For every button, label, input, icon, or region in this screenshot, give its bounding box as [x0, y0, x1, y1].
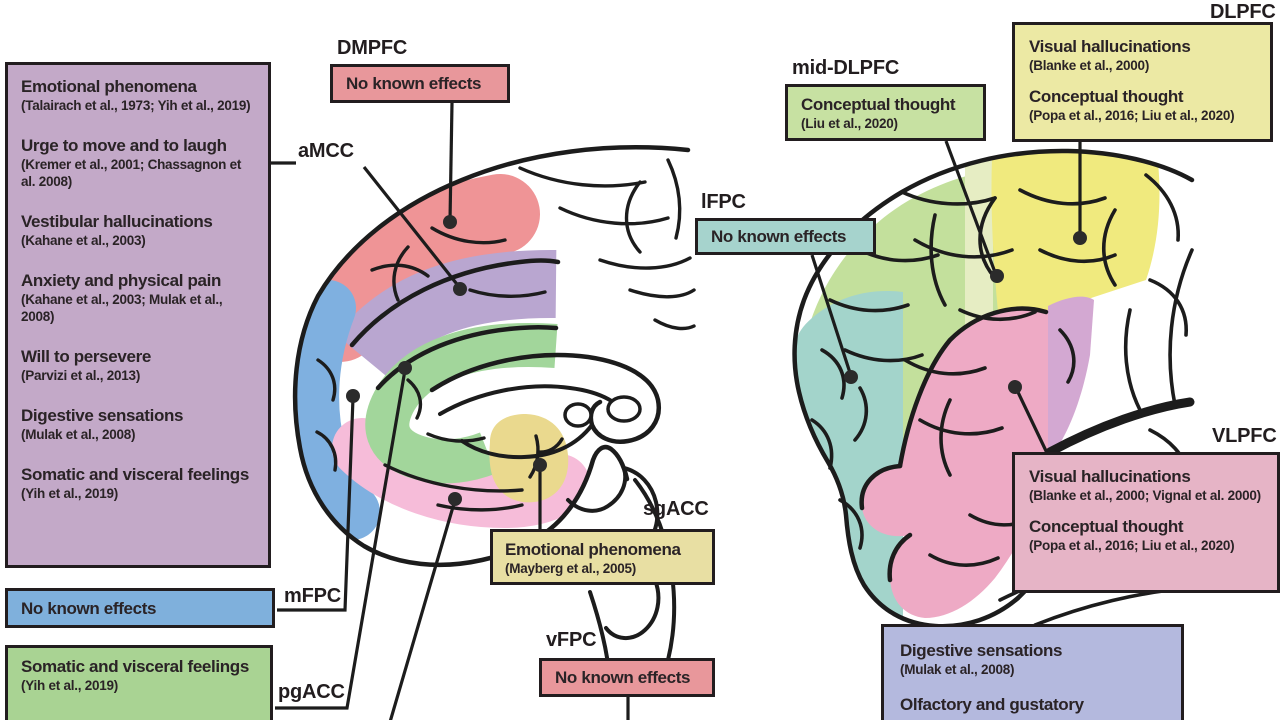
- effect-entry: Digestive sensations (Mulak et al., 2008…: [21, 405, 255, 443]
- sgacc-region-label: sgACC: [643, 498, 709, 520]
- effect-name: Digestive sensations: [900, 641, 1063, 660]
- pgacc-effects-box: Somatic and visceral feelings (Yih et al…: [5, 645, 273, 720]
- vlpfc-region-label: VLPFC: [1212, 425, 1277, 447]
- effect-entry: Vestibular hallucinations (Kahane et al.…: [21, 211, 255, 249]
- effect-entry: Visual hallucinations (Blanke et al., 20…: [1029, 36, 1256, 74]
- effect-name: No known effects: [21, 598, 157, 618]
- pgacc-region-label: pgACC: [278, 681, 345, 703]
- effect-name: Conceptual thought: [1029, 87, 1184, 106]
- effect-citation: (Kremer et al., 2001; Chassagnon et al. …: [21, 157, 242, 189]
- effect-name: Anxiety and physical pain: [21, 271, 222, 290]
- effect-citation: (Mulak et al., 2008): [900, 662, 1015, 677]
- mid-dlpfc-region-label: mid-DLPFC: [792, 57, 900, 79]
- effect-citation: (Blanke et al., 2000; Vignal et al. 2000…: [1029, 488, 1261, 503]
- effect-entry: Conceptual thought (Liu et al., 2020): [801, 94, 970, 132]
- left-brain-outline: [292, 145, 691, 684]
- effect-name: Digestive sensations: [21, 406, 184, 425]
- ofc-effects-box: Digestive sensations (Mulak et al., 2008…: [881, 624, 1184, 720]
- effect-entry: Emotional phenomena (Talairach et al., 1…: [21, 76, 255, 114]
- dlpfc-effects-box: Visual hallucinations (Blanke et al., 20…: [1012, 22, 1273, 142]
- effect-citation: (Mulak et al., 2008): [21, 427, 136, 442]
- effect-name: Emotional phenomena: [505, 540, 681, 559]
- sgacc-effects-box: Emotional phenomena (Mayberg et al., 200…: [490, 529, 715, 585]
- effect-name: Olfactory and gustatory: [900, 695, 1084, 714]
- effect-entry: Will to persevere (Parvizi et al., 2013): [21, 346, 255, 384]
- effect-entry: Conceptual thought (Popa et al., 2016; L…: [1029, 516, 1263, 554]
- effect-name: No known effects: [346, 74, 482, 93]
- effect-name: Will to persevere: [21, 347, 151, 366]
- effect-entry: Somatic and visceral feelings (Yih et al…: [21, 464, 255, 502]
- effect-citation: (Yih et al., 2019): [21, 486, 119, 501]
- effect-entry: Emotional phenomena (Mayberg et al., 200…: [505, 539, 700, 577]
- effect-name: Urge to move and to laugh: [21, 136, 227, 155]
- electrode-dots: [346, 215, 1087, 506]
- effect-name: Emotional phenomena: [21, 77, 197, 96]
- leader-lines: [271, 102, 1082, 720]
- effect-name: Somatic and visceral feelings: [21, 657, 249, 676]
- effect-entry: Somatic and visceral feelings (Yih et al…: [21, 656, 257, 694]
- effect-citation: (Talairach et al., 1973; Yih et al., 201…: [21, 98, 251, 113]
- amcc-effects-box: Emotional phenomena (Talairach et al., 1…: [5, 62, 271, 568]
- left-brain-thalamus: [563, 395, 642, 428]
- effect-name: Somatic and visceral feelings: [21, 465, 249, 484]
- effect-name: Vestibular hallucinations: [21, 212, 213, 231]
- effect-name: No known effects: [711, 227, 847, 246]
- dmpfc-region-label: DMPFC: [337, 37, 408, 59]
- effect-name: Conceptual thought: [1029, 517, 1184, 536]
- effect-entry: Urge to move and to laugh (Kremer et al.…: [21, 135, 255, 190]
- effect-citation: (Yih et al., 2019): [21, 678, 119, 693]
- effect-entry: Anxiety and physical pain (Kahane et al.…: [21, 270, 255, 325]
- vlpfc-effects-box: Visual hallucinations (Blanke et al., 20…: [1012, 452, 1280, 593]
- effect-citation: (Popa et al., 2016; Liu et al., 2020): [1029, 538, 1235, 553]
- effect-citation: (Mayberg et al., 2005): [505, 561, 637, 576]
- mfpc-region-label: mFPC: [284, 585, 341, 607]
- mid-dlpfc-effects-box: Conceptual thought (Liu et al., 2020): [785, 84, 986, 141]
- mfpc-effects-box: No known effects: [5, 588, 275, 628]
- lfpc-effects-box: No known effects: [695, 218, 876, 255]
- effect-entry: Olfactory and gustatory: [900, 694, 1165, 715]
- dlpfc-region-label: DLPFC: [1210, 1, 1276, 23]
- effect-name: Visual hallucinations: [1029, 467, 1191, 486]
- effect-citation: (Kahane et al., 2003; Mulak et al., 2008…: [21, 292, 223, 324]
- dmpfc-effects-box: No known effects: [330, 64, 510, 103]
- effect-entry: Conceptual thought (Popa et al., 2016; L…: [1029, 86, 1256, 124]
- effect-name: No known effects: [555, 668, 691, 687]
- left-brain-sulci: [315, 158, 696, 512]
- vfpc-effects-box: No known effects: [539, 658, 715, 697]
- effect-name: Visual hallucinations: [1029, 37, 1191, 56]
- effect-citation: (Liu et al., 2020): [801, 116, 898, 131]
- lfpc-region-label: lFPC: [701, 191, 746, 213]
- effect-citation: (Kahane et al., 2003): [21, 233, 146, 248]
- effect-entry: Digestive sensations (Mulak et al., 2008…: [900, 640, 1165, 678]
- effect-name: Conceptual thought: [801, 95, 956, 114]
- effect-citation: (Blanke et al., 2000): [1029, 58, 1150, 73]
- amcc-region-label: aMCC: [298, 140, 354, 162]
- effect-citation: (Popa et al., 2016; Liu et al., 2020): [1029, 108, 1235, 123]
- effect-citation: (Parvizi et al., 2013): [21, 368, 141, 383]
- vfpc-region-label: vFPC: [546, 629, 597, 651]
- effect-entry: Visual hallucinations (Blanke et al., 20…: [1029, 466, 1263, 504]
